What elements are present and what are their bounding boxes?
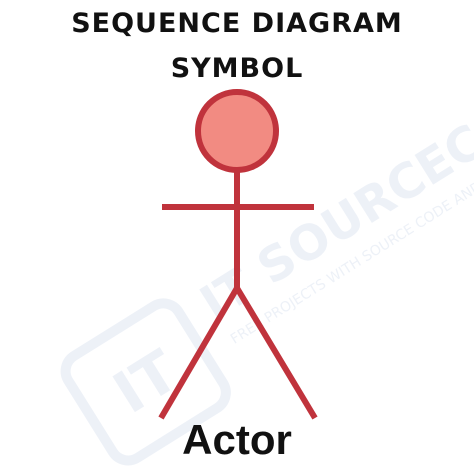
actor-label: Actor — [182, 416, 292, 463]
actor-left-leg — [158, 286, 240, 420]
actor-head — [195, 89, 279, 173]
diagram-title-line-2: SYMBOL — [170, 53, 304, 84]
actor-right-leg — [234, 286, 318, 420]
diagram-title-line-1: SEQUENCE DIAGRAM — [71, 8, 403, 39]
